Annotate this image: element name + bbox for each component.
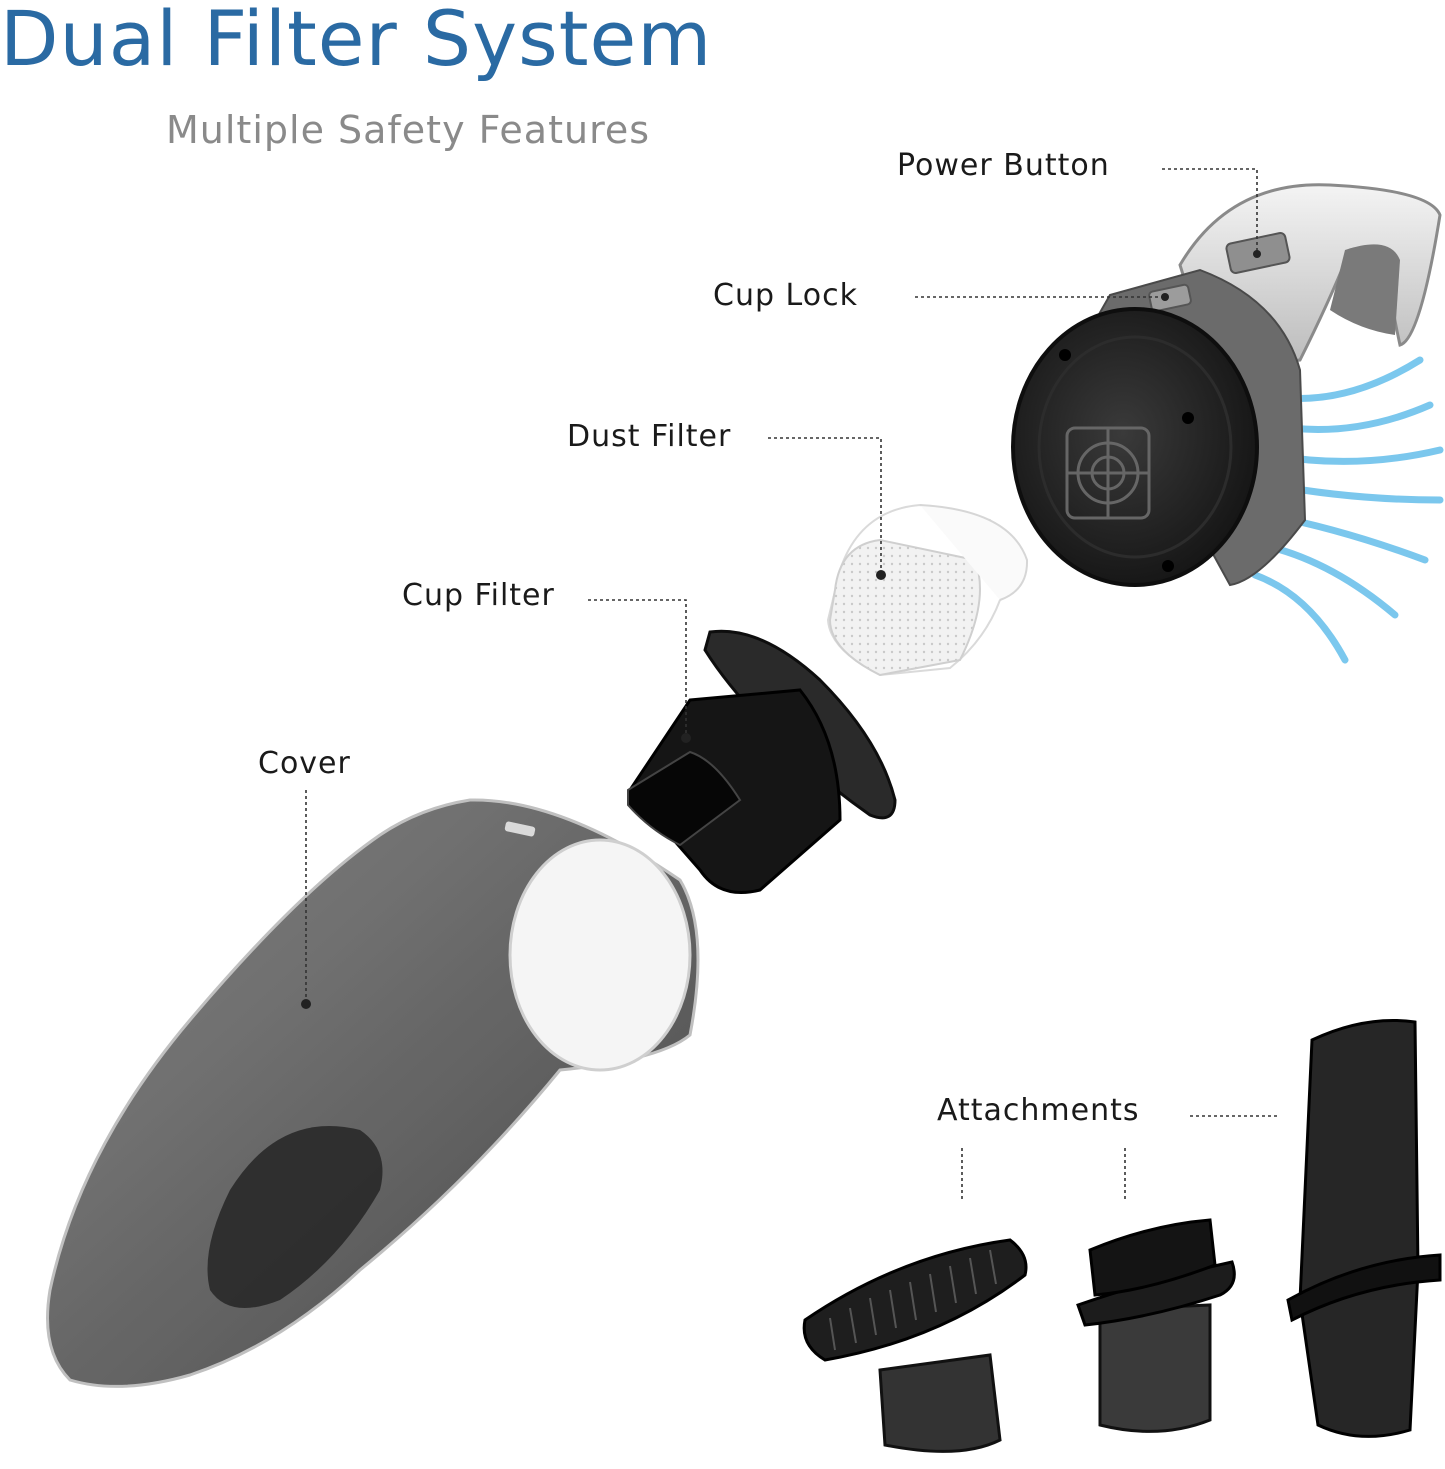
leader-dot-cup-filter — [681, 733, 691, 743]
label-cup-lock: Cup Lock — [713, 278, 858, 313]
page-title: Dual Filter System — [0, 0, 713, 83]
label-attachments: Attachments — [937, 1093, 1140, 1128]
label-dust-filter: Dust Filter — [567, 419, 732, 454]
dust-cup-cover-icon — [46, 798, 700, 1388]
handheld-vacuum-body-icon — [1011, 183, 1444, 664]
page-subtitle: Multiple Safety Features — [166, 108, 651, 152]
dust-filter-icon — [826, 503, 1029, 677]
leader-dot-power-button — [1253, 250, 1261, 258]
label-cup-filter: Cup Filter — [402, 578, 555, 613]
crevice-tool-icon — [1286, 1019, 1442, 1438]
leader-dot-cup-lock — [1161, 293, 1169, 301]
leader-cup-filter — [588, 599, 687, 735]
leader-dot-dust-filter — [876, 570, 886, 580]
cup-filter-icon — [627, 629, 897, 894]
label-cover: Cover — [258, 746, 351, 781]
leader-power-button — [1162, 168, 1258, 252]
wide-nozzle-attachment-icon — [1076, 1218, 1236, 1433]
leader-dot-cover — [301, 999, 311, 1009]
brush-attachment-icon — [802, 1238, 1028, 1453]
leader-lines — [301, 168, 1280, 1202]
leader-dust-filter — [768, 437, 882, 572]
label-power-button: Power Button — [897, 148, 1110, 183]
